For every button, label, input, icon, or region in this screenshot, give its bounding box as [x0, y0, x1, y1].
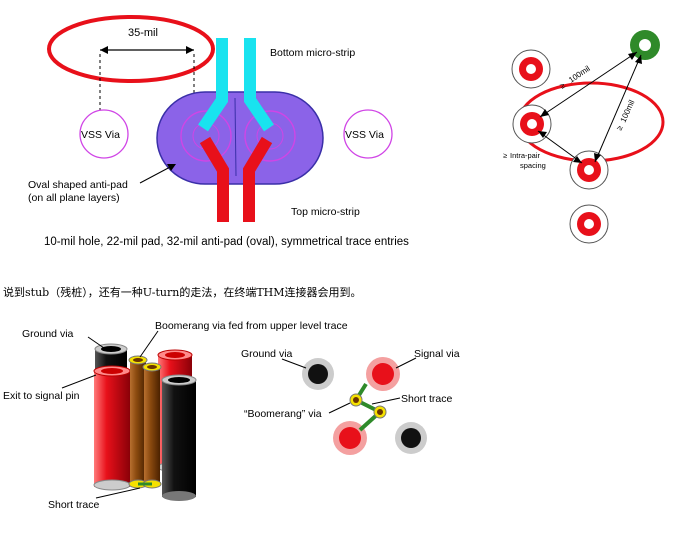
short-trace-leader-right: [371, 397, 401, 405]
exit-signal-label: Exit to signal pin: [3, 390, 80, 402]
signal-via-mid-right: [569, 150, 609, 190]
bottom-microstrip-label: Bottom micro-strip: [270, 47, 355, 59]
intra-pair-label-1: Intra-pair: [510, 151, 541, 160]
boomerang-fed-leader: [139, 330, 159, 358]
ground-via-top-view-2: [395, 422, 427, 454]
pitch-label-b: 100mil: [619, 98, 637, 123]
boomerang-barrel-right: [142, 362, 162, 489]
pitch-arrowhead-diagonal-a: [628, 52, 637, 60]
boomerang-via-leader: [328, 402, 351, 414]
antipad-figure: 35-mil VSS Via VSS Via Bottom micro-stri…: [0, 0, 470, 260]
ground-via: [630, 30, 660, 60]
intra-pair-arrowhead-a: [538, 131, 547, 138]
signal-via-label: Signal via: [414, 348, 460, 360]
antipad-callout-line1: Oval shaped anti-pad: [28, 179, 128, 191]
intra-pair-arrow: [537, 130, 583, 164]
intra-pair-ge: ≥: [503, 151, 507, 160]
top-microstrip-right: [243, 136, 273, 222]
pitch-ge-a: ≥: [558, 80, 567, 90]
pitch-arrow-diagonal: [539, 51, 638, 118]
top-microstrip-left: [199, 136, 229, 222]
boomerang-via-top-view-2: [373, 405, 387, 419]
ground-barrel-front: [161, 374, 197, 501]
boomerang-barrel-left: [128, 355, 148, 489]
antipad-callout-line2: (on all plane layers): [28, 192, 120, 204]
pitch-arrow-vertical: [594, 54, 642, 163]
boomerang-via-top-view-1: [349, 393, 363, 407]
signal-via-leader: [395, 357, 417, 369]
antipad-center-line: [234, 97, 237, 177]
short-trace-label-right: Short trace: [401, 393, 453, 405]
via-pitch-figure: ≥ 100mil ≥ 100mil ≥ Intra-pair spacing: [500, 25, 690, 255]
ground-via-top-view-1: [302, 358, 334, 390]
highlight-ellipse: [47, 15, 215, 83]
dimension-label: 35-mil: [128, 27, 158, 39]
boomerang-figure: Ground via Boomerang via fed from upper …: [0, 312, 470, 539]
vss-via-right-label: VSS Via: [345, 129, 384, 141]
top-microstrip-label: Top micro-strip: [291, 206, 360, 218]
bottom-microstrip-left: [198, 38, 228, 132]
ground-via-label-left: Ground via: [22, 328, 74, 340]
via-pad-right: [244, 110, 296, 162]
ground-via-leader-right: [281, 358, 307, 369]
pitch-arrowhead-vertical-b: [594, 153, 601, 162]
intra-pair-arrowhead-b: [573, 156, 582, 163]
dimension-arrow-left: [100, 46, 108, 54]
antipad-diagram: 35-mil VSS Via VSS Via Bottom micro-stri…: [28, 15, 409, 248]
oval-antipad: [156, 91, 324, 185]
vss-via-right: [343, 109, 393, 159]
body-text-line: 说到stub（残桩），还有一种U-turn的走法，在终端THM连接器会用到。: [3, 286, 362, 299]
vss-via-left-label: VSS Via: [81, 129, 120, 141]
vss-via-left: [79, 109, 129, 159]
signal-barrel-front: [93, 365, 131, 491]
exit-signal-leader: [61, 374, 97, 389]
antipad-callout-leader: [139, 165, 173, 184]
ground-via-leader-left: [87, 336, 105, 349]
signal-via-top-view-1: [366, 357, 400, 391]
signal-via-top-view-2: [333, 421, 367, 455]
antipad-callout-arrowhead: [167, 164, 176, 171]
boomerang-fed-label: Boomerang via fed from upper level trace: [155, 320, 348, 332]
pitch-ge-b: ≥: [615, 124, 625, 132]
via-pad-left: [180, 110, 232, 162]
pitch-arrowhead-vertical-a: [635, 55, 642, 64]
intra-pair-label-2: spacing: [520, 161, 546, 170]
via-pitch-diagram: ≥ 100mil ≥ 100mil ≥ Intra-pair spacing: [503, 30, 665, 244]
signal-via-bottom: [569, 204, 609, 244]
pitch-arrowhead-diagonal-b: [540, 109, 549, 117]
short-trace-leader-left: [95, 487, 141, 499]
ground-via-label-right: Ground via: [241, 348, 293, 360]
figure1-caption: 10-mil hole, 22-mil pad, 32-mil anti-pad…: [44, 236, 409, 248]
short-trace-label-left: Short trace: [48, 499, 100, 511]
boomerang-via-label: “Boomerang” via: [244, 408, 322, 420]
bottom-microstrip-right: [244, 38, 274, 132]
boomerang-diagram: Ground via Boomerang via fed from upper …: [3, 320, 460, 511]
dimension-arrow-right: [186, 46, 194, 54]
signal-via-top-left: [511, 49, 551, 89]
